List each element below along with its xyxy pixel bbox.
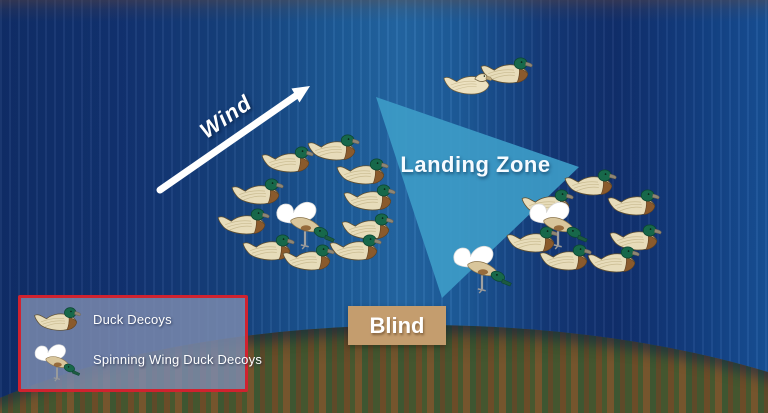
mallard-decoy [328,232,382,269]
legend-item-spinning-wing-decoys: Spinning Wing Duck Decoys [29,338,262,382]
blind-box: Blind [348,306,446,345]
legend-label: Duck Decoys [93,312,172,328]
blind-label: Blind [369,312,425,338]
spinning-wing-decoy-icon [29,338,85,382]
landing-zone-label: Landing Zone [400,152,551,177]
legend-item-duck-decoys: Duck Decoys [29,305,237,334]
legend: Duck Decoys Spinning Wing Duck Decoys [18,295,262,392]
spinning-wing-decoy [451,238,513,299]
legend-label: Spinning Wing Duck Decoys [93,352,263,368]
duck-decoy-icon [29,305,85,334]
wind-arrow-shaft [156,91,301,194]
spinning-wing-decoy [527,194,589,255]
wind-arrow-head [291,86,310,103]
mallard-decoy [606,187,660,224]
landing-zone-triangle [376,97,579,298]
hen-decoy [442,67,494,103]
mallard-decoy [586,244,640,281]
spinning-wing-decoy [274,194,336,255]
